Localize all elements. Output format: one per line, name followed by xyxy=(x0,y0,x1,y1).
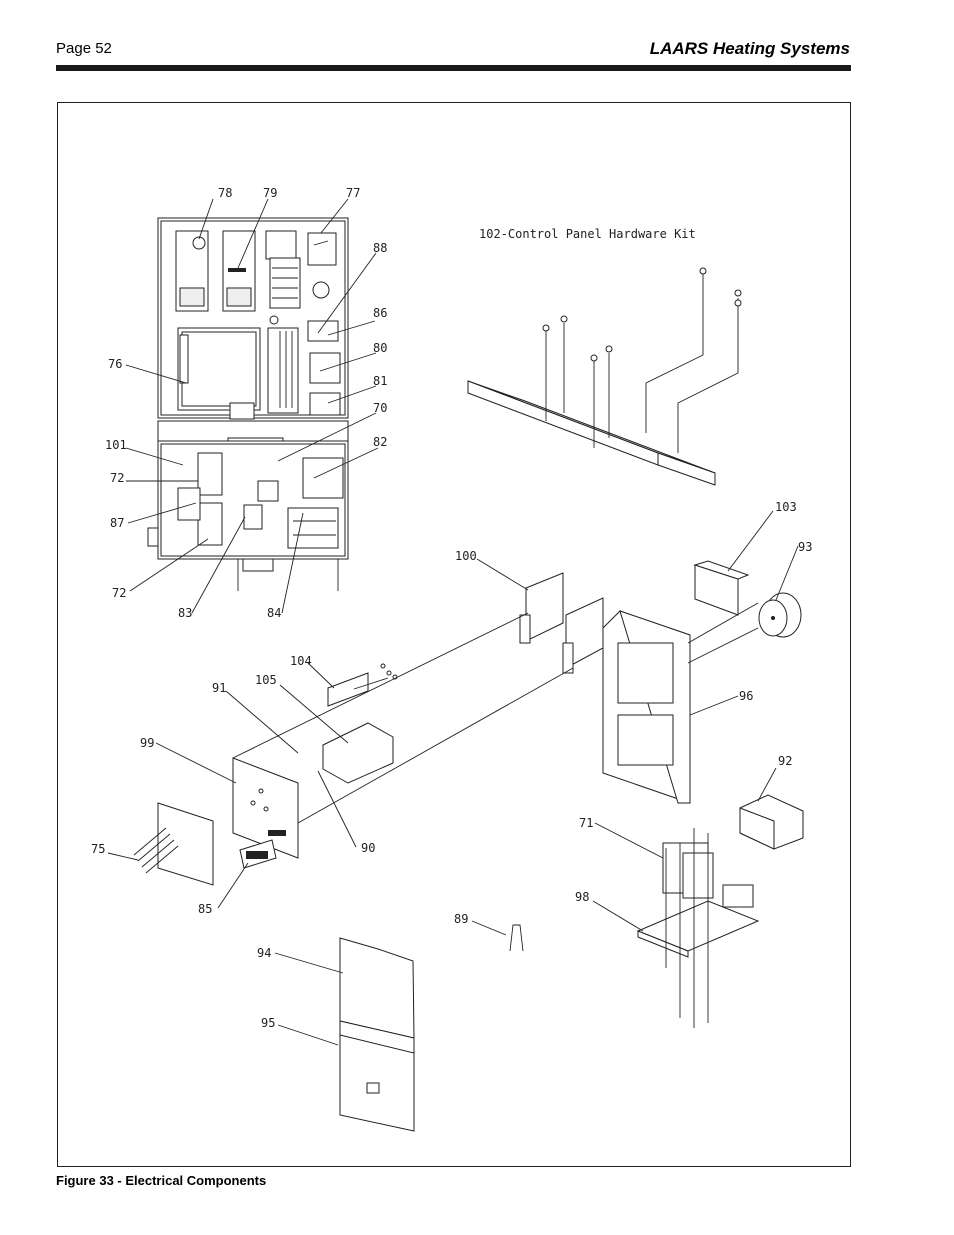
callout-71: 71 xyxy=(579,816,593,830)
callout-80: 80 xyxy=(373,341,387,355)
callout-85: 85 xyxy=(198,902,212,916)
bracket-100 xyxy=(519,572,604,674)
assembly-lines xyxy=(232,602,759,824)
label-plate-75 xyxy=(133,802,214,886)
callout-104: 104 xyxy=(290,654,312,668)
bracket-103 xyxy=(693,560,750,616)
gauge-93 xyxy=(758,592,802,638)
faceplate-99 xyxy=(232,757,299,859)
parts-104-105 xyxy=(322,663,398,784)
kit-label: 102-Control Panel Hardware Kit xyxy=(479,227,696,241)
callout-81: 81 xyxy=(373,374,387,388)
callout-79: 79 xyxy=(263,186,277,200)
panel-95 xyxy=(339,1034,415,1132)
brand-title: LAARS Heating Systems xyxy=(649,39,850,58)
callout-86: 86 xyxy=(373,306,387,320)
callout-105: 105 xyxy=(255,673,277,687)
switch-85 xyxy=(239,839,277,869)
header-rule xyxy=(56,65,851,71)
callout-87: 87 xyxy=(110,516,124,530)
callout-82: 82 xyxy=(373,435,387,449)
callout-96: 96 xyxy=(739,689,753,703)
transformer-assembly xyxy=(636,828,760,1028)
callout-83: 83 xyxy=(178,606,192,620)
callout-99: 99 xyxy=(140,736,154,750)
figure-frame xyxy=(57,102,851,1167)
callout-84: 84 xyxy=(267,606,281,620)
box-92 xyxy=(739,794,804,850)
hardware-kit xyxy=(467,267,742,486)
callout-100: 100 xyxy=(455,549,477,563)
callout-103: 103 xyxy=(775,500,797,514)
callout-72b: 72 xyxy=(112,586,126,600)
callout-labels: 78 79 77 88 86 80 81 70 82 76 101 72 87 … xyxy=(91,186,812,1030)
callout-95: 95 xyxy=(261,1016,275,1030)
electrical-components-diagram: 102-Control Panel Hardware Kit xyxy=(91,186,812,1132)
callout-75: 75 xyxy=(91,842,105,856)
callout-70: 70 xyxy=(373,401,387,415)
callout-98: 98 xyxy=(575,890,589,904)
callout-89: 89 xyxy=(454,912,468,926)
control-panel-assembly xyxy=(147,217,349,591)
callout-78: 78 xyxy=(218,186,232,200)
callout-88: 88 xyxy=(373,241,387,255)
callout-94: 94 xyxy=(257,946,271,960)
callout-72a: 72 xyxy=(110,471,124,485)
callout-leaders xyxy=(107,198,799,1046)
clip-89 xyxy=(509,924,524,952)
callout-77: 77 xyxy=(346,186,360,200)
callout-93: 93 xyxy=(798,540,812,554)
callout-92: 92 xyxy=(778,754,792,768)
callout-101: 101 xyxy=(105,438,127,452)
figure-caption: Figure 33 - Electrical Components xyxy=(56,1173,267,1188)
callout-91: 91 xyxy=(212,681,226,695)
control-box-96 xyxy=(602,610,691,804)
callout-76: 76 xyxy=(108,357,122,371)
page-number: Page 52 xyxy=(56,40,112,57)
callout-90: 90 xyxy=(361,841,375,855)
